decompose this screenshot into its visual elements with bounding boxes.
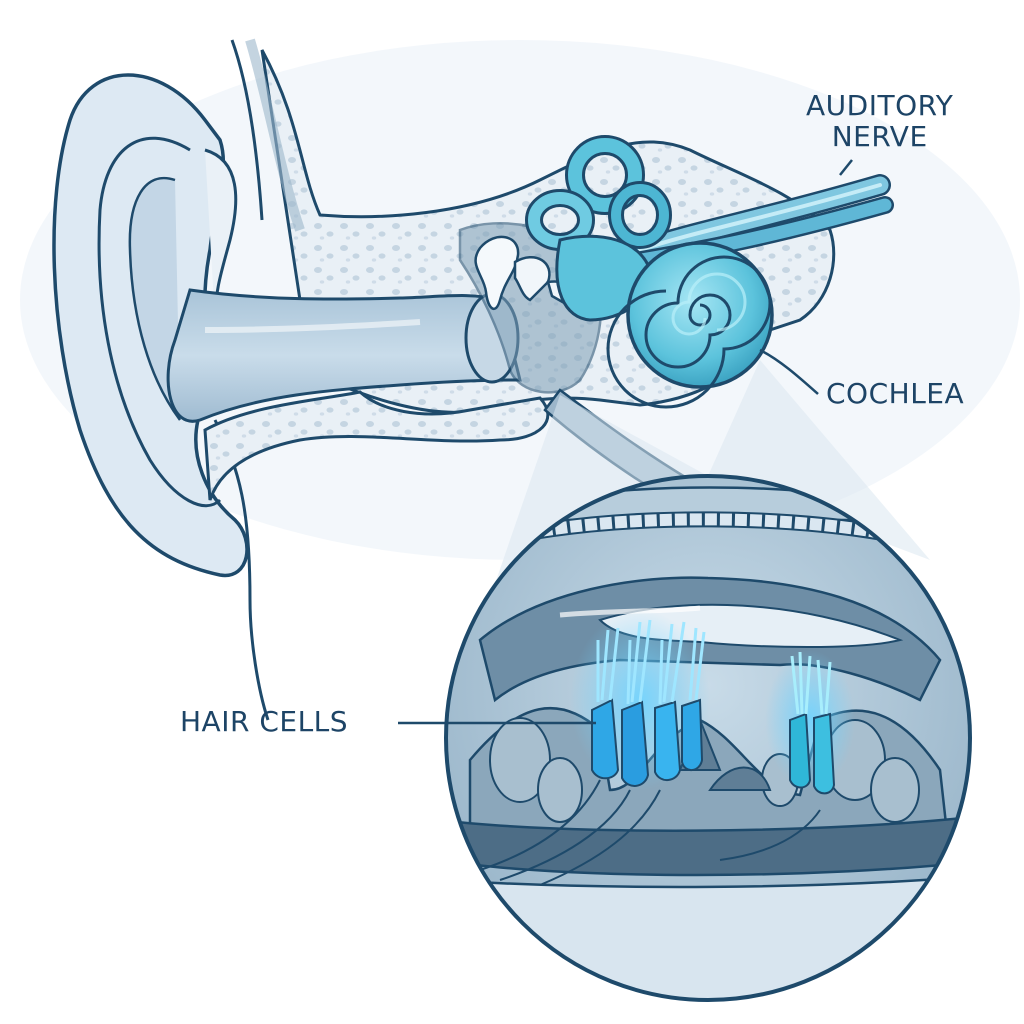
outer-ear-helix [97,136,222,508]
auditory-nerve-label-line2: NERVE [831,120,928,154]
skin-contour-shade [245,38,305,232]
hair-cells-outer [591,698,704,787]
malleus-bone [474,235,520,311]
lower-bone [203,390,550,501]
ear-canal-highlight [204,319,421,333]
skin-contour [230,39,264,221]
ear-canal [166,288,522,423]
zoom-cone-right [708,360,930,560]
auditory-nerve-label: AUDITORY NERVE [806,90,953,153]
incus-bone [513,256,551,302]
auditory-nerve-label-line1: AUDITORY [806,89,954,122]
cochlea-shape [606,241,774,409]
cochlea-label: COCHLEA [826,377,965,410]
outer-ear-concha [128,176,182,421]
hair-cells-label: HAIR CELLS [180,705,349,738]
semicircular-canals [525,135,672,251]
auditory-nerve-leader [839,159,853,176]
cochlea-leader [759,348,819,395]
hair-cells-inner [789,712,836,795]
